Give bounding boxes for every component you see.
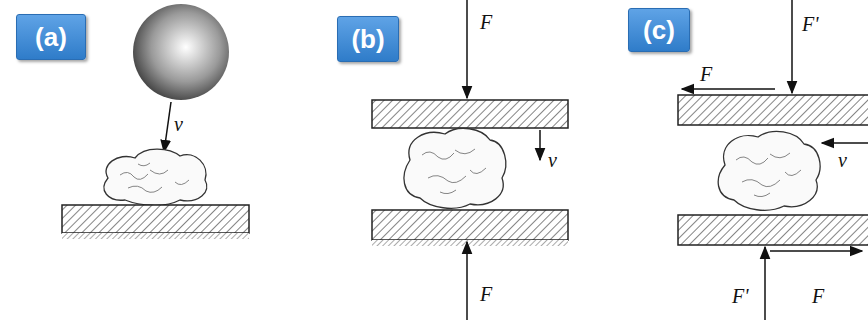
velocity-arrow bbox=[822, 142, 868, 144]
panel-tag-text: (a) bbox=[35, 24, 67, 50]
panel-b bbox=[372, 0, 568, 320]
quantity-label: F' bbox=[802, 14, 819, 34]
force-arrow bbox=[466, 242, 468, 320]
panel-c bbox=[678, 0, 868, 320]
panel-tag: (c) bbox=[628, 8, 690, 52]
panel-a bbox=[62, 4, 249, 239]
ground bbox=[62, 233, 249, 239]
particle bbox=[404, 128, 506, 208]
force-arrow bbox=[791, 0, 793, 93]
velocity-arrow bbox=[164, 102, 171, 152]
shear-force-arrow bbox=[682, 88, 775, 90]
particle bbox=[718, 131, 820, 210]
quantity-label: v bbox=[174, 114, 183, 134]
shear-force-arrow bbox=[770, 250, 862, 252]
panel-tag-text: (b) bbox=[351, 26, 384, 52]
quantity-label: F bbox=[812, 286, 824, 306]
quantity-label: F bbox=[480, 12, 492, 32]
velocity-arrow bbox=[539, 130, 541, 160]
panel-tag: (b) bbox=[337, 16, 399, 62]
lower-plate bbox=[678, 215, 868, 245]
upper-plate bbox=[678, 95, 868, 125]
particle bbox=[104, 149, 207, 205]
ball bbox=[133, 4, 229, 100]
lower-plate bbox=[372, 210, 568, 240]
upper-plate bbox=[372, 100, 568, 128]
anvil-plate bbox=[62, 205, 249, 233]
quantity-label: F bbox=[480, 284, 492, 304]
panel-tag-text: (c) bbox=[643, 17, 675, 43]
quantity-label: F' bbox=[732, 286, 749, 306]
force-arrow bbox=[764, 247, 766, 320]
force-arrow bbox=[466, 0, 468, 98]
quantity-label: v bbox=[548, 150, 557, 170]
ground bbox=[372, 240, 568, 246]
panel-tag: (a) bbox=[16, 14, 86, 60]
quantity-label: v bbox=[838, 150, 847, 170]
quantity-label: F bbox=[700, 64, 712, 84]
